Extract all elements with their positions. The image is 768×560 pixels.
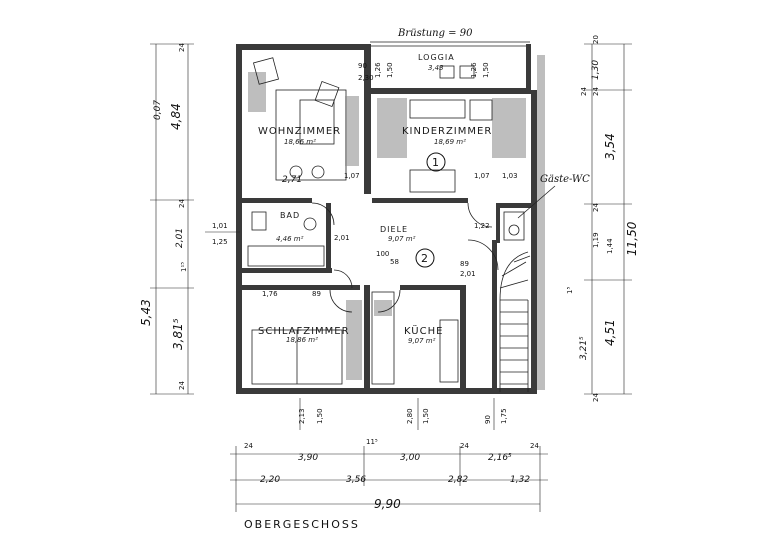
- dim-sub-175: 1,75: [500, 408, 508, 424]
- room-name-bad: BAD: [280, 211, 300, 220]
- dim-bottom-115: 11⁵: [366, 438, 378, 446]
- dim-right-24d: 24: [580, 87, 588, 96]
- dim-right-130: 1,30: [591, 60, 601, 80]
- dim-right-119: 1,19: [592, 232, 600, 248]
- room-bad: BAD 4,46 m²: [276, 211, 304, 243]
- room-area-kinderzimmer: 18,69 m²: [434, 138, 466, 146]
- dim-inner-150a: 1,50: [386, 62, 394, 78]
- dim-bottom-220: 2,20: [260, 475, 280, 485]
- dim-inner-103: 1,03: [502, 172, 518, 180]
- marker-1: 1: [426, 152, 446, 172]
- dim-bottom-24b: 24: [460, 442, 469, 450]
- dim-left-outer-2: 4,84: [169, 103, 183, 130]
- dim-inner-126a: 1,26: [374, 62, 382, 78]
- marker-2: 2: [415, 248, 435, 268]
- room-wohnzimmer: WOHNZIMMER 18,66 m²: [258, 126, 341, 146]
- room-name-diele: DIELE: [380, 225, 408, 234]
- dim-right-24c: 24: [592, 393, 600, 402]
- room-schlafzimmer: SCHLAFZIMMER 18,86 m²: [258, 326, 350, 344]
- staircase: [499, 251, 531, 392]
- dim-right-15: 1⁵: [566, 287, 574, 294]
- dim-sub-150b: 1,50: [422, 408, 430, 424]
- dim-inner-201b: 2,01: [460, 270, 476, 278]
- gaeste-wc-label: Gäste-WC: [540, 174, 590, 185]
- room-name-loggia: LOGGIA: [418, 53, 455, 62]
- inner-walls: [242, 44, 531, 390]
- svg-text:1: 1: [432, 156, 439, 169]
- svg-text:2: 2: [421, 252, 428, 265]
- dim-left-101: 1,01: [212, 222, 228, 230]
- dim-right-451: 4,51: [603, 319, 617, 346]
- dim-right-20: 20: [592, 35, 600, 44]
- dim-inner-107a: 1,07: [344, 172, 360, 180]
- dim-inner-150b: 1,50: [482, 62, 490, 78]
- room-area-loggia: 3,43: [428, 64, 444, 72]
- dim-bottom-216: 2,16⁵: [488, 453, 512, 463]
- dim-bottom-282: 2,82: [448, 475, 468, 485]
- dimension-lines: [150, 43, 632, 512]
- dim-inner-201: 2,01: [334, 234, 350, 242]
- dim-bottom-990: 9,90: [374, 497, 401, 511]
- room-area-kueche: 9,07 m²: [408, 337, 436, 345]
- dim-left-outer-3: 5,43: [139, 299, 153, 326]
- dim-inner-107b: 1,07: [474, 172, 490, 180]
- dim-sub-213: 2,13: [298, 408, 306, 424]
- dim-inner-100: 100: [376, 250, 389, 258]
- dim-inner-271: 2,71: [282, 175, 302, 185]
- room-area-diele: 9,07 m²: [388, 235, 416, 243]
- furniture: [247, 57, 531, 392]
- dim-bottom-356: 3,56: [346, 475, 366, 485]
- dim-sub-150a: 1,50: [316, 408, 324, 424]
- dim-bottom-24c: 24: [530, 442, 539, 450]
- dim-right-24b: 24: [592, 203, 600, 212]
- dim-left-115: 1¹⁵: [180, 262, 188, 272]
- dim-sub-90: 90: [484, 415, 492, 424]
- dim-left-24-bot: 24: [178, 381, 186, 390]
- room-kinderzimmer: KINDERZIMMER 18,69 m²: [402, 126, 492, 146]
- dim-inner-90: 90: [358, 62, 367, 70]
- plan-title: OBERGESCHOSS: [244, 518, 360, 531]
- dim-inner-89: 89: [312, 290, 321, 298]
- room-area-bad: 4,46 m²: [276, 235, 304, 243]
- dim-inner-230: 2,30: [358, 74, 374, 82]
- room-name-wohnzimmer: WOHNZIMMER: [258, 126, 341, 137]
- dim-inner-176: 1,76: [262, 290, 278, 298]
- dim-left-outer-1: 0,07: [153, 100, 163, 120]
- dim-left-24-top: 24: [178, 43, 186, 52]
- dim-left-24-mid: 24: [178, 199, 186, 208]
- dim-inner-58: 58: [390, 258, 399, 266]
- dim-inner-89b: 89: [460, 260, 469, 268]
- dim-bottom-132: 1,32: [510, 475, 530, 485]
- dim-inner-126b: 1,26: [470, 62, 478, 78]
- dim-sub-280: 2,80: [406, 408, 414, 424]
- room-loggia: LOGGIA 3,43: [418, 53, 455, 72]
- outer-walls: [236, 41, 545, 394]
- dim-left-outer-4: 3,81⁵: [171, 318, 185, 350]
- room-name-kinderzimmer: KINDERZIMMER: [402, 126, 492, 137]
- room-diele: DIELE 9,07 m²: [380, 225, 416, 243]
- dim-inner-122: 1,22: [474, 222, 490, 230]
- dim-left-201: 2,01: [175, 228, 185, 248]
- room-kueche: KÜCHE 9,07 m²: [404, 324, 443, 345]
- top-note: Brüstung = 90: [397, 28, 473, 39]
- room-area-schlafzimmer: 18,86 m²: [286, 336, 318, 344]
- dim-left-125: 1,25: [212, 238, 228, 246]
- dim-right-1150: 11,50: [625, 221, 639, 256]
- room-name-kueche: KÜCHE: [404, 324, 443, 337]
- room-area-wohnzimmer: 18,66 m²: [284, 138, 316, 146]
- dim-bottom-390: 3,90: [298, 453, 318, 463]
- dim-bottom-24a: 24: [244, 442, 253, 450]
- dim-right-321: 3,21⁵: [579, 336, 589, 360]
- dim-right-24a: 24: [592, 87, 600, 96]
- room-name-schlafzimmer: SCHLAFZIMMER: [258, 326, 350, 337]
- dim-right-144: 1,44: [606, 238, 614, 254]
- label-gaeste-wc: Gäste-WC: [517, 174, 590, 219]
- dim-bottom-300: 3,00: [400, 453, 420, 463]
- dim-right-354: 3,54: [603, 133, 617, 160]
